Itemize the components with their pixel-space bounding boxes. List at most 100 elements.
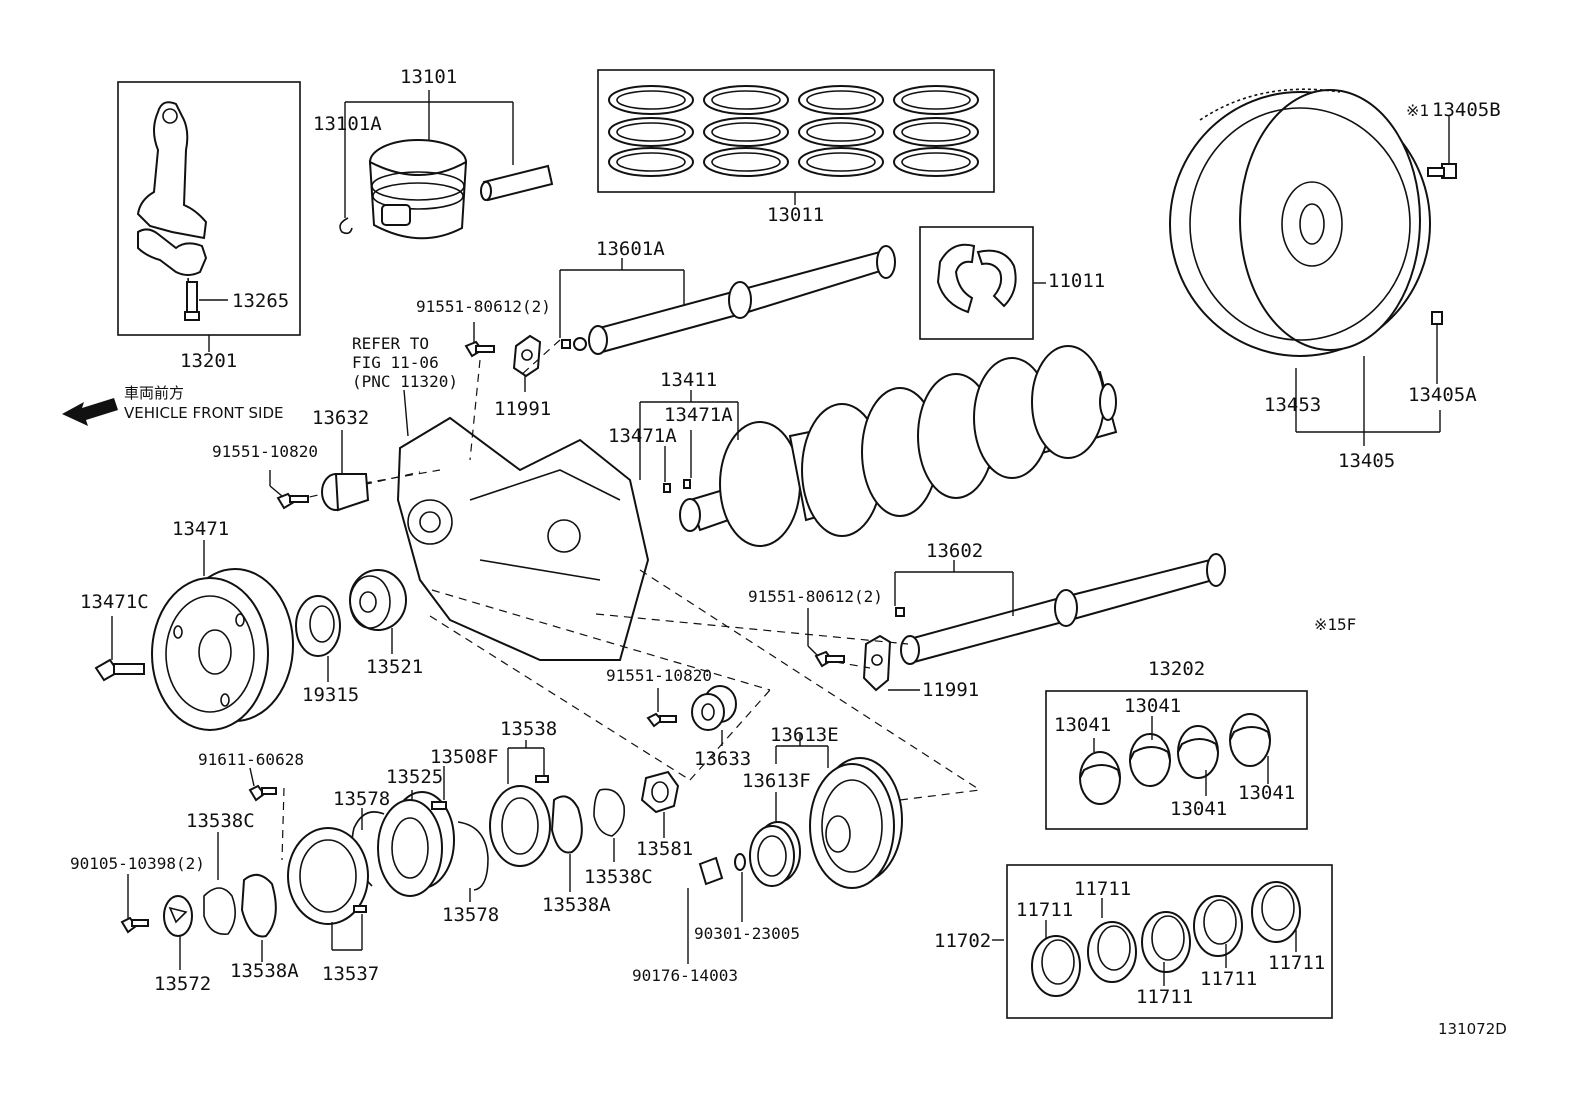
ring-13538c-lower-part (203, 832, 236, 935)
label-13572[interactable]: 13572 (154, 973, 212, 995)
label-13578-upper[interactable]: 13578 (333, 788, 391, 810)
label-13632[interactable]: 13632 (312, 407, 370, 429)
piston-rings-part (608, 85, 979, 205)
label-13537[interactable]: 13537 (322, 963, 380, 985)
gasket-13538a-upper-part (550, 795, 583, 892)
label-13453[interactable]: 13453 (1264, 394, 1322, 416)
label-11991-lower[interactable]: 11991 (922, 679, 980, 701)
label-11011[interactable]: 11011 (1048, 270, 1106, 292)
label-13538[interactable]: 13538 (500, 718, 558, 740)
label-13265[interactable]: 13265 (232, 290, 290, 312)
label-91551-80612-upper[interactable]: 91551-80612(2) (416, 297, 551, 316)
label-13538c-right[interactable]: 13538C (584, 866, 653, 888)
refer-line-2: FIG 11-06 (352, 353, 439, 372)
label-13411[interactable]: 13411 (660, 369, 718, 391)
label-13041-a[interactable]: 13041 (1054, 714, 1112, 736)
label-11991-upper[interactable]: 11991 (494, 398, 552, 420)
label-13538c-left[interactable]: 13538C (186, 810, 255, 832)
seal-13538-part (489, 740, 551, 867)
label-19315[interactable]: 19315 (302, 684, 360, 706)
timing-cover-part (396, 389, 650, 661)
label-11711-b[interactable]: 11711 (1074, 878, 1132, 900)
label-13041-b[interactable]: 13041 (1124, 695, 1182, 717)
label-90301-23005[interactable]: 90301-23005 (694, 924, 800, 943)
label-11711-d[interactable]: 11711 (1200, 968, 1258, 990)
cam-gear-13613e-part (749, 734, 903, 889)
thrust-washers-part (936, 243, 1046, 314)
plate-13572-part (120, 874, 193, 970)
label-91551-10820-lower[interactable]: 91551-10820 (606, 666, 712, 685)
figure-id: 131072D (1438, 1020, 1507, 1038)
pin-13508f-part (431, 766, 447, 810)
label-13405a[interactable]: 13405A (1408, 384, 1477, 406)
idler-gear-13632-part (269, 430, 370, 512)
label-11711-a[interactable]: 11711 (1016, 899, 1074, 921)
label-13405b-mark: ※1 (1406, 101, 1430, 120)
label-13471c[interactable]: 13471C (80, 591, 149, 613)
main-bearings-part (992, 881, 1301, 997)
label-13508f[interactable]: 13508F (430, 746, 499, 768)
label-13613f[interactable]: 13613F (742, 770, 811, 792)
label-13405[interactable]: 13405 (1338, 450, 1396, 472)
ring-13538c-upper-part (593, 788, 626, 862)
label-13041-d[interactable]: 13041 (1238, 782, 1296, 804)
label-91551-80612-lower[interactable]: 91551-80612(2) (748, 587, 883, 606)
balance-shaft-upper-part (559, 245, 896, 355)
label-91611-60628[interactable]: 91611-60628 (198, 750, 304, 769)
label-15f: ※15F (1314, 615, 1357, 634)
oil-pump-cover-13581-part (640, 770, 680, 838)
label-13581[interactable]: 13581 (636, 838, 694, 860)
label-13101[interactable]: 13101 (400, 66, 458, 88)
ring-13578-lower-part (457, 821, 489, 902)
label-13521[interactable]: 13521 (366, 656, 424, 678)
label-13405b[interactable]: 13405B (1432, 99, 1501, 121)
label-13202[interactable]: 13202 (1148, 658, 1206, 680)
crankshaft-part (639, 345, 1118, 547)
balance-shaft-lower-part (894, 553, 1226, 665)
label-13578-lower[interactable]: 13578 (442, 904, 500, 926)
conrod-bearing-box (1045, 690, 1308, 830)
piston-rings-box (597, 69, 995, 193)
label-13525[interactable]: 13525 (386, 766, 444, 788)
label-13538a-left[interactable]: 13538A (230, 960, 299, 982)
label-90105-10398[interactable]: 90105-10398(2) (70, 854, 205, 873)
connecting-rod-part (136, 101, 228, 352)
label-11711-e[interactable]: 11711 (1268, 952, 1326, 974)
label-13041-c[interactable]: 13041 (1170, 798, 1228, 820)
plate-11991-upper (464, 322, 542, 392)
label-13011[interactable]: 13011 (767, 204, 825, 226)
washer-90301-part (734, 853, 746, 922)
label-13613e[interactable]: 13613E (770, 724, 839, 746)
plug-90176-part (687, 856, 724, 964)
label-13471a-left[interactable]: 13471A (608, 425, 677, 447)
label-13633[interactable]: 13633 (694, 748, 752, 770)
label-13101a[interactable]: 13101A (313, 113, 382, 135)
plate-11991-lower (807, 608, 920, 692)
label-13471a-right[interactable]: 13471A (664, 404, 733, 426)
alignment-lines (281, 339, 981, 861)
label-13471[interactable]: 13471 (172, 518, 230, 540)
piston-part (339, 90, 554, 240)
front-note-jp: 車両前方 (124, 384, 185, 402)
main-bearing-box (1006, 864, 1333, 1019)
bolt-91611-part (248, 767, 277, 802)
plate-13537-part (287, 827, 369, 951)
crank-gear-13521-part (349, 569, 407, 654)
flywheel-part (1169, 88, 1457, 446)
front-note-en: VEHICLE FRONT SIDE (124, 404, 284, 422)
label-13602[interactable]: 13602 (926, 540, 984, 562)
idler-gear-13633-part (646, 685, 737, 746)
label-90176-14003[interactable]: 90176-14003 (632, 966, 738, 985)
label-13601a[interactable]: 13601A (596, 238, 665, 260)
label-11702[interactable]: 11702 (934, 930, 992, 952)
front-arrow-icon (62, 398, 118, 426)
oil-pump-rotor-13525-part (377, 790, 455, 897)
label-91551-10820-upper[interactable]: 91551-10820 (212, 442, 318, 461)
refer-line-3: (PNC 11320) (352, 372, 458, 391)
label-13201[interactable]: 13201 (180, 350, 238, 372)
label-13538a-right[interactable]: 13538A (542, 894, 611, 916)
label-11711-c[interactable]: 11711 (1136, 986, 1194, 1008)
sensor-plate-19315-part (295, 595, 341, 682)
